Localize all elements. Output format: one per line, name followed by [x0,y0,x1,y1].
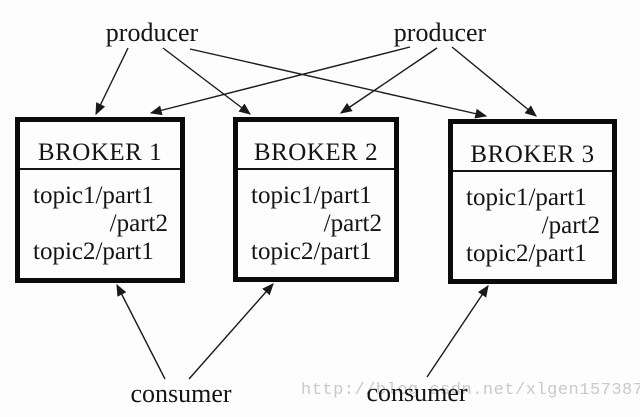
edge-consumer1-broker2 [188,283,274,380]
broker-2-topic-1: topic1/part1 [251,182,372,209]
broker-2-topic-2: /part2 [323,210,382,237]
broker-3-topics: topic1/part1 /part2 topic2/part1 [453,184,612,268]
broker-2-topic-3: topic2/part1 [251,238,372,265]
broker-2-title: BROKER 2 [253,139,379,166]
edge-producer1-broker1 [95,47,129,116]
edge-producer2-broker1 [149,46,411,116]
broker-1-topic-1: topic1/part1 [33,182,154,209]
broker-3-box: BROKER 3 topic1/part1 /part2 topic2/part… [448,119,617,284]
edge-producer1-broker3 [189,48,488,119]
producer-2-label: producer [393,18,487,47]
broker-1-topic-2: /part2 [109,210,168,237]
watermark-text: http://blog.csdn.net/xlgen157387 [301,381,640,400]
broker-1-divider [20,168,180,170]
edge-consumer2-broker3 [426,285,489,378]
consumer-2-label: consumer [366,378,468,407]
edge-producer2-broker3 [451,46,537,117]
broker-3-divider [453,170,612,172]
broker-1-topic-3: topic2/part1 [33,238,154,265]
broker-2-divider [238,168,394,170]
broker-1-topics: topic1/part1 /part2 topic2/part1 [20,182,180,266]
producer-1-label: producer [105,18,199,47]
broker-3-topic-1: topic1/part1 [466,184,587,211]
consumer-1-label: consumer [130,379,232,408]
broker-1-title: BROKER 1 [37,139,163,166]
edge-consumer1-broker1 [116,283,166,380]
broker-1-box: BROKER 1 topic1/part1 /part2 topic2/part… [15,117,185,283]
broker-3-topic-2: /part2 [541,212,600,239]
edge-producer2-broker2 [340,47,438,114]
broker-2-topics: topic1/part1 /part2 topic2/part1 [238,182,394,266]
broker-3-title: BROKER 3 [470,141,595,168]
broker-3-topic-3: topic2/part1 [466,240,587,267]
broker-2-box: BROKER 2 topic1/part1 /part2 topic2/part… [233,117,399,282]
edge-producer1-broker2 [162,47,251,115]
